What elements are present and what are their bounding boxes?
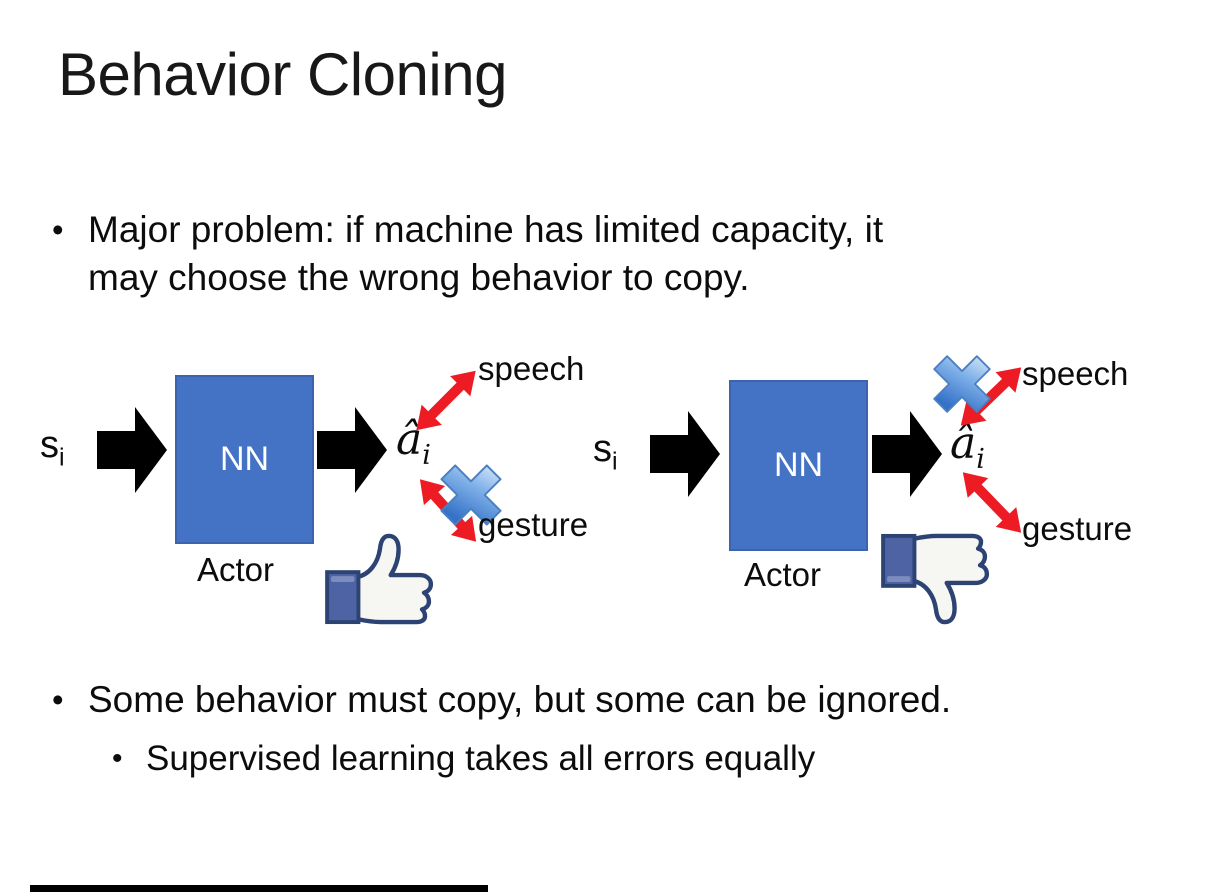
nn-box: NN <box>729 380 868 551</box>
actor-label: Actor <box>197 551 275 588</box>
bullet-marker: • <box>52 211 64 248</box>
state-label: si <box>593 428 618 474</box>
gesture-label: gesture <box>1022 510 1133 547</box>
red-double-arrow-icon <box>950 459 1035 545</box>
block-arrow-icon <box>650 408 722 500</box>
actor-label: Actor <box>744 556 822 593</box>
bullet-marker: • <box>52 681 64 718</box>
action-symbol: â <box>396 414 423 465</box>
action-label: âi <box>950 418 985 473</box>
state-label: si <box>40 424 65 470</box>
bullet-marker: • <box>112 742 123 775</box>
state-subscript: i <box>612 447 618 476</box>
blue-cross-icon <box>930 352 994 416</box>
state-symbol: s <box>593 428 612 470</box>
thumbs-down-icon <box>876 532 994 626</box>
gesture-label: gesture <box>478 506 589 543</box>
nn-box-label: NN <box>219 440 270 478</box>
state-subscript: i <box>59 443 65 472</box>
action-subscript: i <box>422 439 431 471</box>
speech-label: speech <box>1022 355 1129 392</box>
blue-cross-icon <box>437 461 505 529</box>
block-arrow-icon <box>97 404 169 496</box>
red-double-arrow-icon <box>403 358 489 444</box>
bullet-text: Some behavior must copy, but some can be… <box>88 679 952 720</box>
bullet-text: Supervised learning takes all errors equ… <box>146 739 816 778</box>
block-arrow-icon <box>317 404 389 496</box>
state-symbol: s <box>40 424 59 466</box>
bullet-some-behavior: • Some behavior must copy, but some can … <box>52 676 951 724</box>
bottom-edge-bar <box>30 885 488 892</box>
action-subscript: i <box>976 443 985 475</box>
thumbs-up-icon <box>320 532 438 626</box>
sub-bullet-supervised: • Supervised learning takes all errors e… <box>112 737 815 781</box>
action-label: âi <box>396 414 431 469</box>
bullet-text: Major problem: if machine has limited ca… <box>88 206 883 302</box>
page-title: Behavior Cloning <box>58 41 507 108</box>
action-symbol: â <box>950 418 977 469</box>
nn-box: NN <box>175 375 314 544</box>
bullet-major-problem: • Major problem: if machine has limited … <box>52 206 883 302</box>
speech-label: speech <box>478 350 585 387</box>
block-arrow-icon <box>872 408 944 500</box>
bullet-line-2: may choose the wrong behavior to copy. <box>88 257 750 298</box>
bullet-line-1: Major problem: if machine has limited ca… <box>88 209 884 250</box>
nn-box-label: NN <box>773 446 824 484</box>
